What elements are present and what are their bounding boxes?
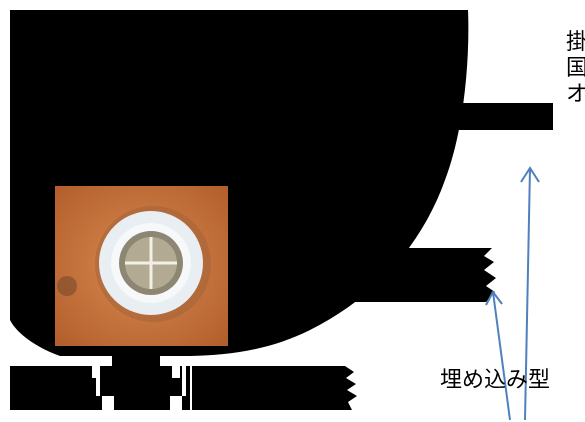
side-char: 掛 bbox=[566, 30, 585, 55]
side-char: オ bbox=[566, 82, 585, 107]
side-char: 国 bbox=[566, 56, 585, 81]
counter-slab-bottom-right bbox=[192, 366, 357, 410]
counter-slab-middle bbox=[340, 248, 496, 302]
arrow-up-icon bbox=[485, 290, 511, 421]
drain-fitting-photo bbox=[55, 186, 228, 346]
cropped-side-text: 掛 国 オ bbox=[566, 30, 585, 108]
drain-gap-right bbox=[182, 366, 186, 396]
counter-slab-upper bbox=[446, 103, 553, 130]
type-label: 埋め込み型 bbox=[440, 368, 551, 393]
drain-gap-left bbox=[96, 366, 100, 396]
arrow-up-icon bbox=[520, 166, 540, 421]
